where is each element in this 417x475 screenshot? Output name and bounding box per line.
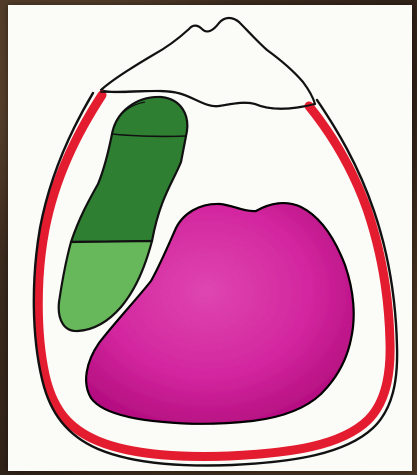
top-cap-outline	[101, 18, 315, 109]
